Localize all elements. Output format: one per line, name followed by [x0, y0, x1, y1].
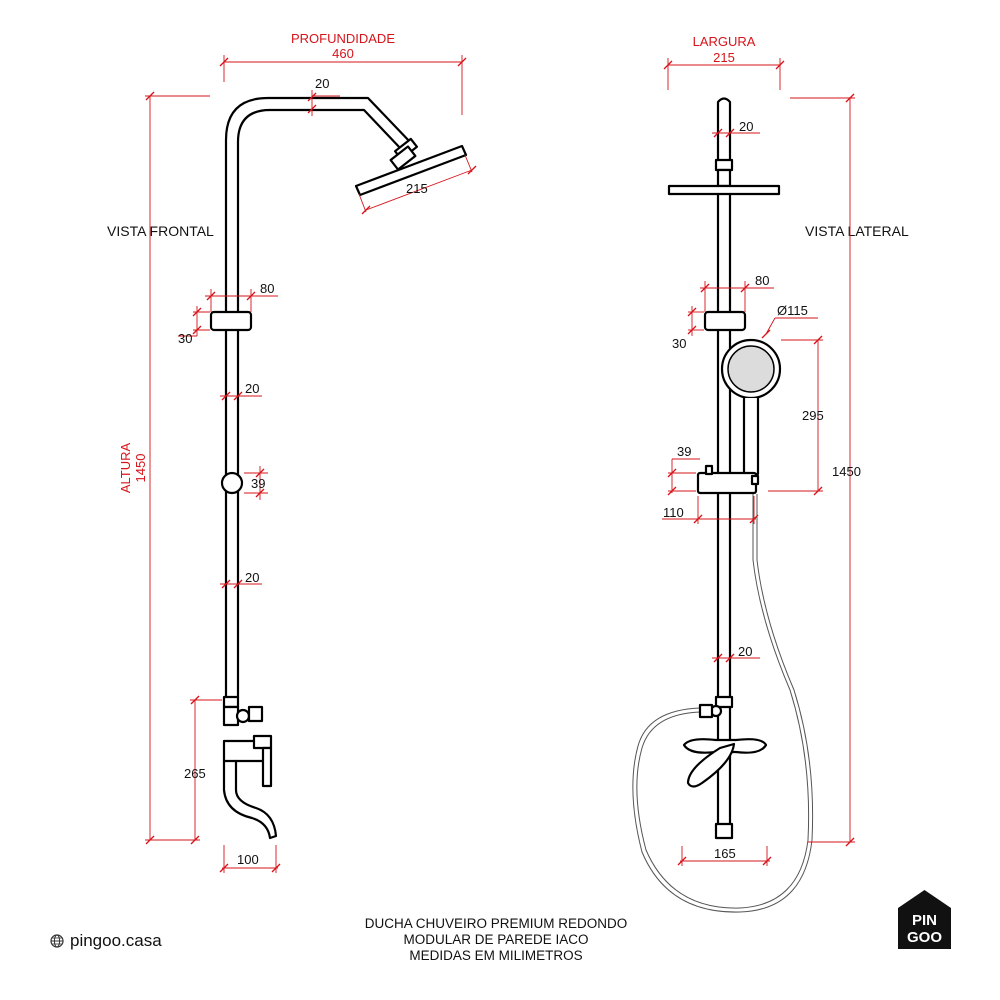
side-hand-shower — [696, 338, 782, 495]
side-total-height-value: 1450 — [832, 464, 861, 479]
side-holder-width-value: 110 — [663, 505, 684, 520]
brand-site-text: pingoo.casa — [70, 931, 162, 950]
pingoo-house-logo: PIN GOO — [898, 890, 951, 949]
front-mixer-height-dim: 265 — [184, 695, 222, 845]
front-joint-dim: 39 — [244, 466, 268, 500]
height-dimension: ALTURA 1450 — [118, 91, 210, 845]
depth-label: PROFUNDIDADE — [291, 31, 395, 46]
front-head-diameter-value: 215 — [406, 181, 428, 196]
depth-value: 460 — [332, 46, 354, 61]
front-lower-pipe-value: 20 — [245, 570, 259, 585]
side-hand-length-value: 295 — [802, 408, 824, 423]
front-view: PROFUNDIDADE 460 ALTURA 1450 VISTA FRONT… — [107, 31, 477, 873]
caption-line-1: DUCHA CHUVEIRO PREMIUM REDONDO — [364, 916, 628, 931]
front-joint-value: 39 — [251, 476, 265, 491]
side-lower-pipe-dim: 20 — [712, 644, 760, 663]
side-bracket-width-dim: 80 — [700, 273, 774, 312]
side-lower-pipe-value: 20 — [738, 644, 752, 659]
front-lower-pipe-dim: 20 — [220, 570, 262, 589]
side-holder-height-value: 39 — [677, 444, 691, 459]
product-caption: DUCHA CHUVEIRO PREMIUM REDONDO MODULAR D… — [296, 916, 696, 964]
caption-line-2: MODULAR DE PAREDE IACO — [403, 932, 589, 947]
side-bracket-width-value: 80 — [755, 273, 769, 288]
side-top-pipe-value: 20 — [739, 119, 753, 134]
front-view-title: VISTA FRONTAL — [107, 223, 214, 239]
width-dimension: LARGURA 215 — [663, 34, 785, 90]
side-total-height-dim: 1450 — [790, 93, 861, 847]
front-bracket-width-dim: 80 — [205, 281, 278, 312]
height-value: 1450 — [133, 454, 148, 483]
side-hose — [632, 494, 814, 913]
side-shower-column — [667, 97, 781, 840]
side-view-title: VISTA LATERAL — [805, 223, 909, 239]
width-label: LARGURA — [693, 34, 756, 49]
side-handle-width-dim: 165 — [677, 846, 772, 866]
side-view: LARGURA 215 VISTA LATERAL — [632, 34, 909, 913]
front-mixer — [222, 695, 278, 840]
front-bracket-height-value: 30 — [178, 331, 192, 346]
depth-dimension: PROFUNDIDADE 460 — [219, 31, 467, 115]
front-arm-pipe-value: 20 — [315, 76, 329, 91]
front-wall-bracket — [209, 310, 253, 332]
side-handle-width-value: 165 — [714, 846, 736, 861]
front-arm-pipe-dim: 20 — [307, 76, 340, 116]
logo-bottom-text: GOO — [907, 929, 942, 946]
brand-site-link[interactable]: pingoo.casa — [50, 931, 162, 951]
front-upper-pipe-value: 20 — [245, 381, 259, 396]
height-label: ALTURA — [118, 443, 133, 494]
side-hand-length-dim: 295 — [768, 335, 824, 496]
front-pipe-joint — [220, 471, 244, 495]
side-hand-shower-dim: Ø115 — [761, 303, 818, 339]
side-hand-shower-value: Ø115 — [777, 303, 808, 318]
globe-icon — [50, 934, 64, 948]
side-mixer — [682, 695, 768, 788]
caption-line-3: MEDIDAS EM MILIMETROS — [409, 948, 583, 963]
side-holder-height-dim: 39 — [667, 444, 700, 496]
front-upper-pipe-dim: 20 — [220, 381, 262, 401]
front-head-diameter-dim: 215 — [358, 154, 477, 215]
side-wall-bracket — [703, 310, 747, 332]
front-bracket-height-dim: 30 — [178, 306, 210, 346]
side-top-pipe-dim: 20 — [712, 119, 760, 138]
side-holder-width-dim: 110 — [662, 496, 759, 524]
front-spout-dim: 100 — [219, 845, 281, 873]
side-bracket-height-value: 30 — [672, 336, 686, 351]
front-spout-value: 100 — [237, 852, 259, 867]
front-bracket-width-value: 80 — [260, 281, 274, 296]
logo-top-text: PIN — [912, 912, 937, 929]
front-shower-pipe — [224, 96, 468, 699]
width-value: 215 — [713, 50, 735, 65]
front-mixer-height-value: 265 — [184, 766, 206, 781]
side-bracket-height-dim: 30 — [672, 306, 704, 351]
